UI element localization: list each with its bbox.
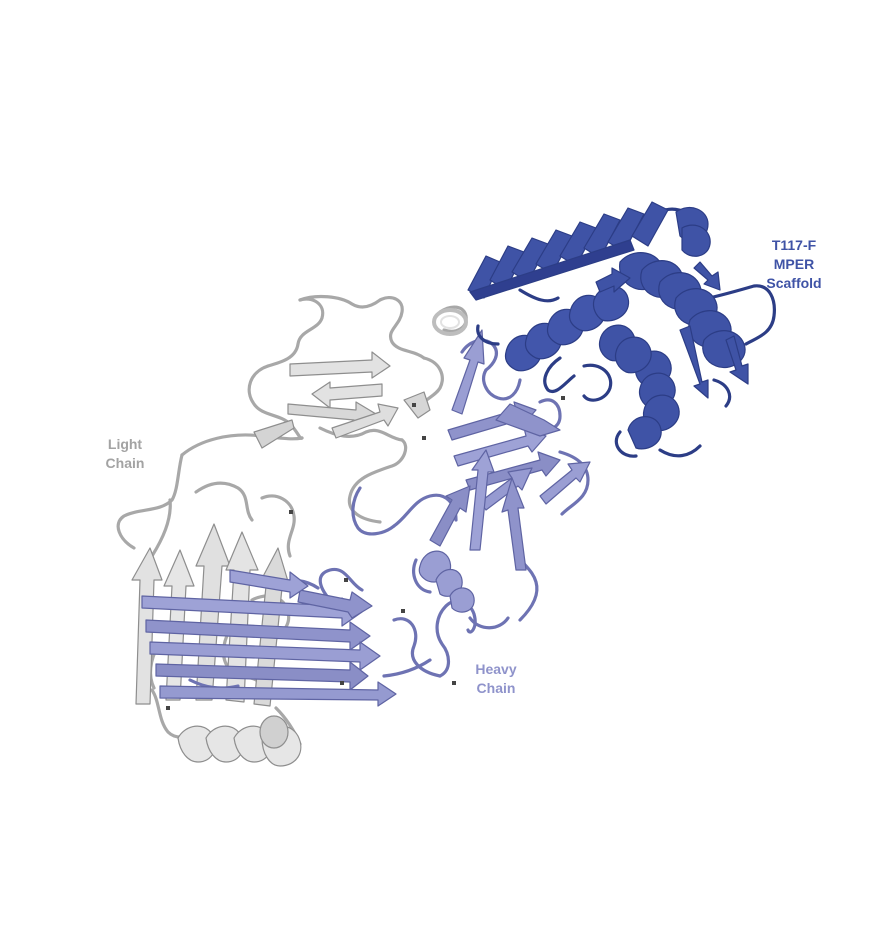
ion-markers — [166, 396, 565, 710]
light-chain-label-line-2: Chain — [105, 455, 145, 471]
scaffold-ribbon — [467, 201, 776, 458]
scaffold-label-line-2: MPER — [773, 256, 815, 272]
scaffold-label-line-1: T117-F — [771, 237, 817, 253]
light-chain-label: Light Chain — [96, 435, 154, 473]
heavy-chain-label: Heavy Chain — [466, 660, 526, 698]
heavy-chain-label-line-1: Heavy — [475, 661, 517, 677]
scaffold-label: T117-F MPER Scaffold — [758, 236, 830, 293]
light-chain-label-line-1: Light — [107, 436, 143, 452]
heavy-chain-label-line-2: Chain — [476, 680, 516, 696]
heavy-chain-ribbon — [141, 329, 591, 707]
scaffold-label-line-3: Scaffold — [766, 275, 822, 291]
